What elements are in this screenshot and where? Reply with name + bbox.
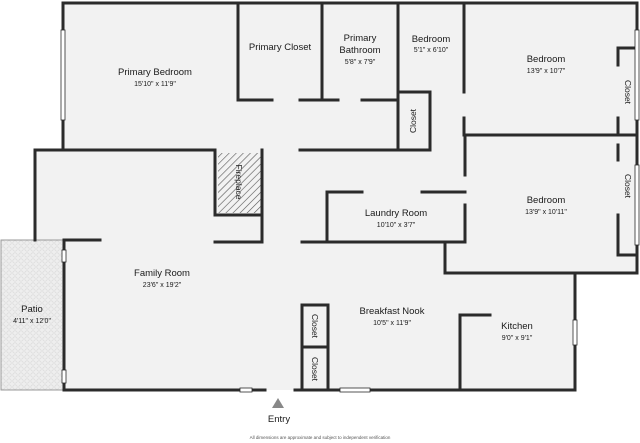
closet-label-nook-lower: Closet <box>310 356 320 382</box>
breakfast-nook-dim: 10'5" x 11'9" <box>373 320 411 327</box>
family-room-label: Family Room <box>134 268 190 279</box>
primary-bedroom-label: Primary Bedroom <box>118 67 192 78</box>
primary-bathroom-label-1: Primary <box>343 33 377 44</box>
bedroom-right-label: Bedroom <box>526 195 566 206</box>
kitchen-dim: 9'0" x 9'1" <box>501 335 533 342</box>
primary-bedroom-dim: 15'10" x 11'9" <box>134 81 176 88</box>
closet-label-top-right: Closet <box>623 79 633 105</box>
primary-closet-label: Primary Closet <box>248 42 312 53</box>
closet-label-bedroom-small: Closet <box>408 108 418 134</box>
family-room-dim: 23'6" x 19'2" <box>142 282 182 289</box>
fireplace-label: Fireplace <box>234 164 244 200</box>
fireplace-hatch <box>218 153 262 213</box>
bedroom-small-dim: 5'1" x 6'10" <box>413 47 449 54</box>
patio-dim: 4'11" x 12'0" <box>13 318 51 325</box>
laundry-dim: 10'10" x 3'7" <box>376 222 416 229</box>
windows <box>60 29 640 393</box>
closet-label-nook-upper: Closet <box>310 313 320 339</box>
disclaimer-text: All dimensions are approximate and subje… <box>249 435 391 440</box>
patio-label: Patio <box>21 304 43 315</box>
bedroom-top-right-label: Bedroom <box>526 54 566 65</box>
laundry-label: Laundry Room <box>364 208 428 219</box>
kitchen-label: Kitchen <box>501 321 533 332</box>
breakfast-nook-label: Breakfast Nook <box>359 306 425 317</box>
primary-bathroom-label-2: Bathroom <box>339 45 381 56</box>
closet-label-right: Closet <box>623 173 633 199</box>
bedroom-right-dim: 13'9" x 10'11" <box>525 209 567 216</box>
patio-area <box>0 239 65 391</box>
entry-arrow-icon <box>272 398 284 408</box>
bedroom-top-right-dim: 13'9" x 10'7" <box>526 68 566 75</box>
bedroom-small-label: Bedroom <box>411 34 451 45</box>
primary-bathroom-dim: 5'8" x 7'9" <box>344 59 376 66</box>
entry-label: Entry <box>267 414 291 425</box>
